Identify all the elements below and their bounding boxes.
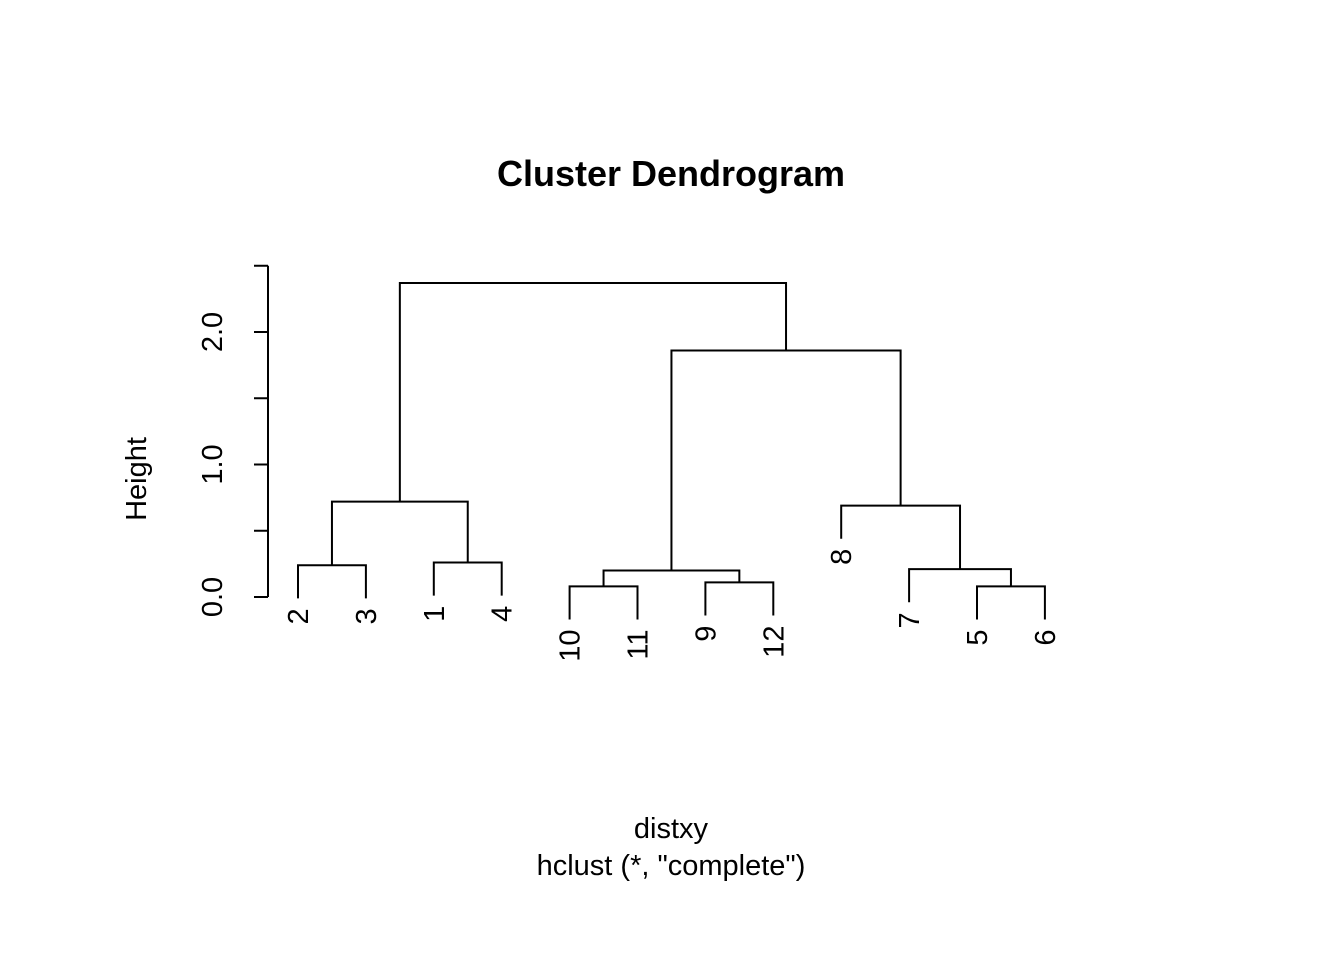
y-tick-label: 0.0 — [197, 577, 229, 617]
merge-link-m6 — [602, 569, 741, 587]
y-axis-label: Height — [121, 437, 153, 521]
leaf-label: 5 — [962, 630, 994, 646]
leaf-label: 2 — [283, 608, 315, 624]
leaf-labels: 2 3 1 4 10 11 9 12 8 7 5 6 — [283, 549, 1062, 662]
merge-link-m3 — [330, 500, 469, 566]
leaf-label: 1 — [419, 606, 451, 622]
chart-title: Cluster Dendrogram — [497, 153, 845, 194]
x-axis-label: distxy — [634, 813, 709, 845]
leaf-label: 3 — [351, 608, 383, 624]
merge-link-m9 — [840, 504, 962, 570]
merge-link-m11 — [398, 281, 788, 502]
leaf-label: 10 — [555, 630, 587, 662]
leaf-label: 7 — [894, 612, 926, 628]
merge-link-m5 — [704, 581, 775, 616]
y-axis: 0.0 1.0 2.0 — [197, 264, 269, 617]
leaf-label: 8 — [826, 549, 858, 565]
y-tick-label: 2.0 — [197, 312, 229, 352]
merge-link-m4 — [568, 585, 639, 620]
leaf-label: 9 — [690, 626, 722, 642]
leaf-label: 12 — [758, 626, 790, 658]
merge-link-m1 — [297, 564, 367, 599]
leaf-label: 6 — [1030, 630, 1062, 646]
y-tick-label: 1.0 — [197, 444, 229, 484]
merge-link-m2 — [432, 561, 503, 596]
merge-link-m7 — [976, 585, 1046, 620]
leaf-label: 4 — [487, 606, 519, 622]
leaf-label: 11 — [623, 630, 655, 660]
merge-link-m10 — [670, 349, 902, 571]
chart-subtitle: hclust (*, "complete") — [537, 850, 806, 882]
dendrogram-tree — [297, 281, 1046, 620]
